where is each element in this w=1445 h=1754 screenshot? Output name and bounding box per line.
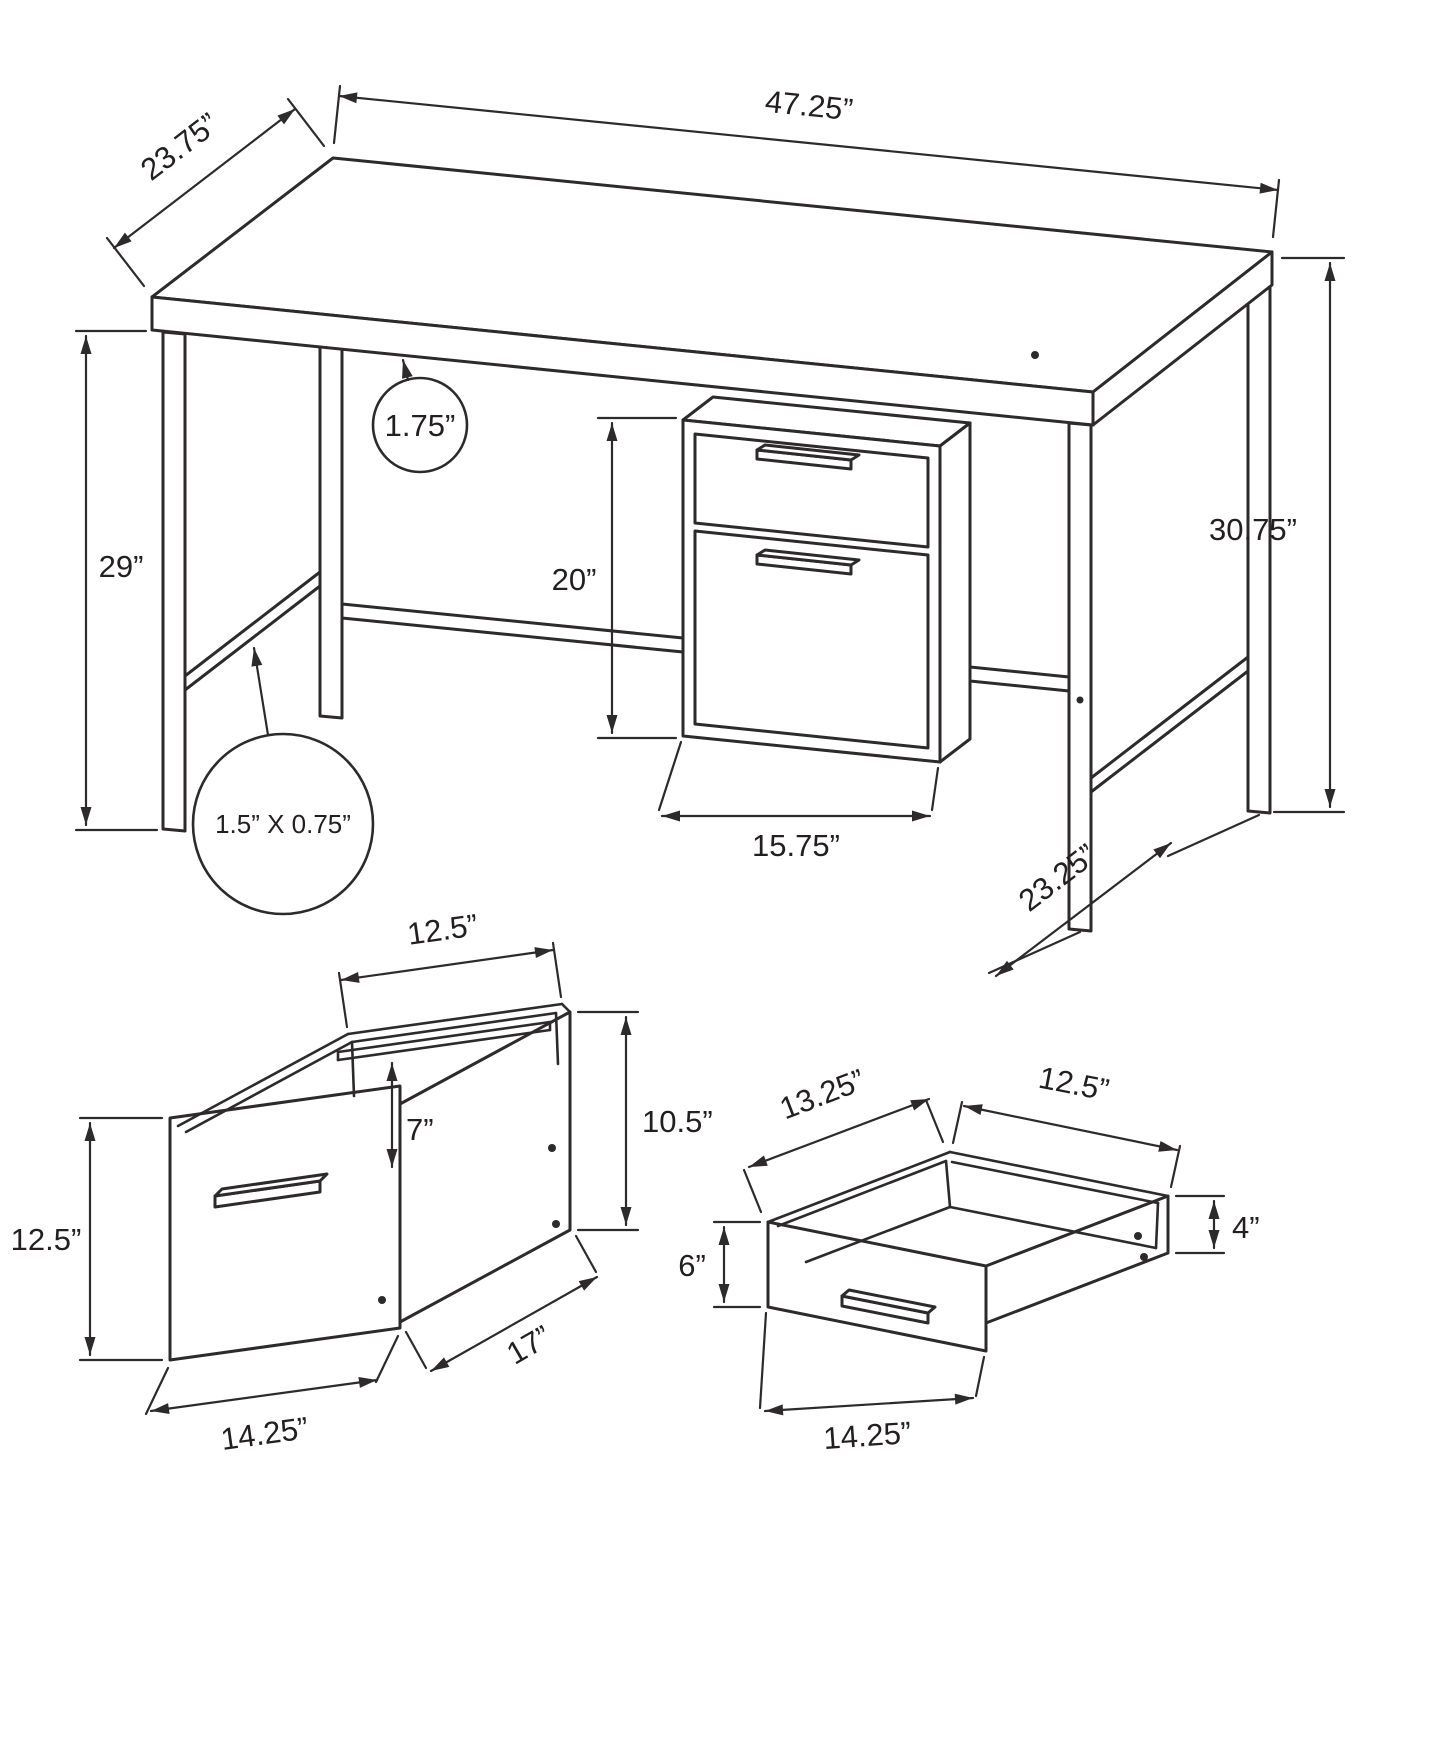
desk-top <box>150 156 1274 427</box>
dim-top-width: 47.25” <box>332 84 1281 239</box>
cam-hole <box>378 1296 386 1304</box>
dim-label-small-front-height: 6” <box>678 1248 706 1283</box>
cam-hole <box>548 1144 556 1152</box>
dim-label-drawer-unit-width: 15.75” <box>752 828 840 863</box>
small-drawer-drawing: 13.25” 12.5” 6” 4” 14.25” <box>678 1060 1259 1456</box>
dim-small-front-width: 14.25” <box>758 1311 986 1456</box>
dim-drawer-unit-width: 15.75” <box>657 740 940 863</box>
dim-floor-depth: 23.25” <box>987 813 1261 978</box>
desk-drawer-cabinet <box>681 395 972 764</box>
dim-label-frame-tube: 1.5” X 0.75” <box>215 809 351 839</box>
dim-label-overall-height: 30.75” <box>1209 512 1297 547</box>
file-drawer-drawing: 12.5” 7” 10.5” 12.5” 14.25” <box>11 907 713 1457</box>
dim-label-file-front-height: 12.5” <box>11 1222 82 1257</box>
dim-label-clearance-height: 29” <box>99 549 144 584</box>
dim-label-drawer-unit-height: 20” <box>552 562 597 597</box>
dim-label-file-front-width: 14.25” <box>219 1410 311 1457</box>
dim-label-small-front-width: 14.25” <box>822 1415 912 1456</box>
drawer-handle <box>755 548 861 576</box>
bottom-drawer-front <box>693 529 930 750</box>
dim-file-inner-depth: 7” <box>386 1061 434 1169</box>
desk-drawing: 23.75” 47.25” 30.75” 29” 1.75” <box>74 84 1346 978</box>
dim-label-file-side-height: 10.5” <box>642 1104 713 1139</box>
dim-small-side-depth: 13.25” <box>742 1062 945 1214</box>
drawer-handle <box>755 443 861 471</box>
dim-label-top-width: 47.25” <box>764 84 855 128</box>
dim-overall-height: 30.75” <box>1209 256 1346 814</box>
cam-hole <box>552 1220 560 1228</box>
cam-hole <box>1134 1232 1142 1240</box>
top-drawer-front <box>693 432 930 549</box>
small-drawer-box <box>766 1150 1170 1353</box>
dim-label-file-inner-depth: 7” <box>406 1112 434 1147</box>
file-drawer-box <box>168 1002 572 1362</box>
dim-label-small-side-depth: 13.25” <box>775 1062 870 1126</box>
cam-hole <box>1140 1253 1148 1261</box>
dim-clearance-height: 29” <box>74 329 159 832</box>
dim-label-top-depth: 23.75” <box>134 106 225 187</box>
screw-hole <box>1076 696 1084 704</box>
dim-small-side-height: 4” <box>1174 1194 1260 1255</box>
dim-label-file-top-width: 12.5” <box>405 907 480 951</box>
screw-hole <box>1031 351 1039 359</box>
dim-drawer-unit-height: 20” <box>552 416 678 740</box>
drawer-slide-rail <box>336 1020 552 1062</box>
dim-label-small-side-height: 4” <box>1232 1210 1260 1245</box>
dim-label-small-top-width: 12.5” <box>1036 1060 1112 1108</box>
dim-file-side-height: 10.5” <box>576 1010 713 1232</box>
drawer-handle <box>840 1288 937 1325</box>
dim-small-front-height: 6” <box>678 1220 762 1309</box>
dim-label-top-thickness: 1.75” <box>385 408 456 443</box>
dim-file-front-height: 12.5” <box>11 1116 164 1362</box>
desk-stretchers <box>183 570 1250 794</box>
callout-frame-tube: 1.5” X 0.75” <box>191 646 375 916</box>
drawer-handle <box>213 1172 329 1209</box>
callout-top-thickness: 1.75” <box>371 358 469 474</box>
